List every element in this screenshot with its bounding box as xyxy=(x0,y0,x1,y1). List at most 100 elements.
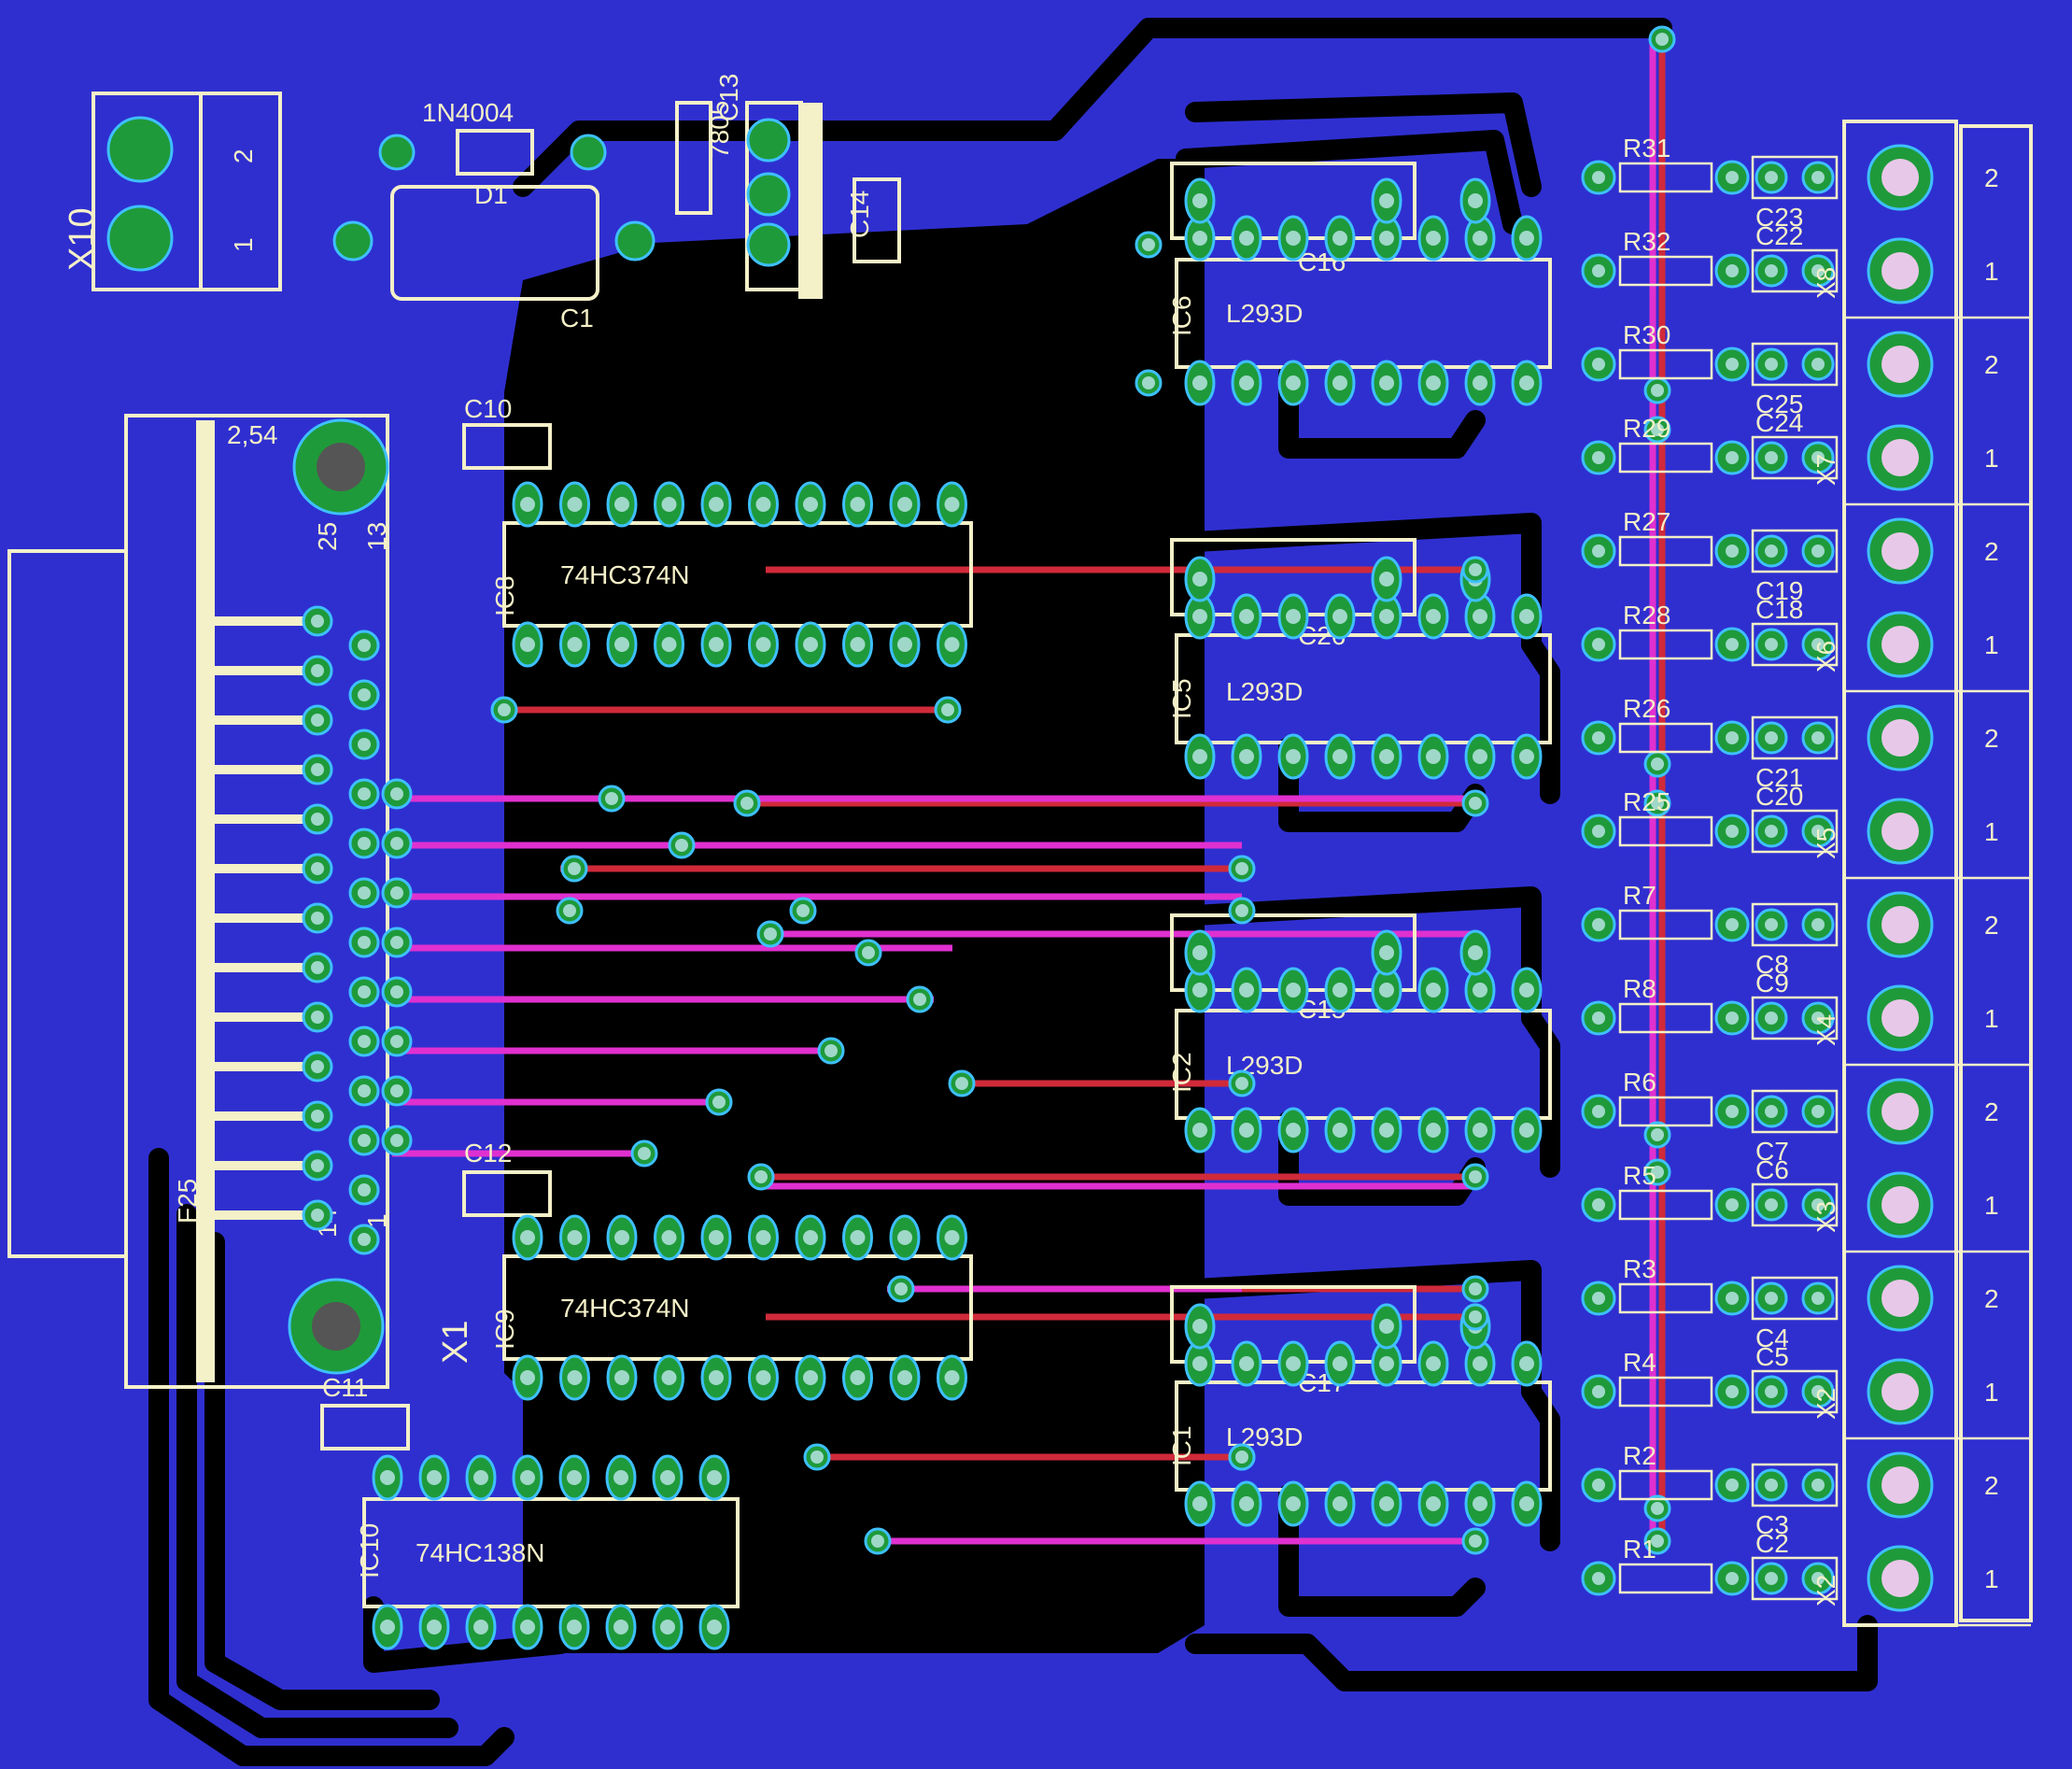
dsub-pad-row2[interactable] xyxy=(348,1075,380,1107)
driver1-pin[interactable] xyxy=(1417,733,1449,780)
dsub-pad-row2[interactable] xyxy=(348,927,380,958)
driver-cap-pin[interactable] xyxy=(1184,1303,1216,1350)
driver2-pin[interactable] xyxy=(1464,967,1496,1013)
terminal-pad[interactable] xyxy=(1867,798,1934,865)
ic10-pin[interactable] xyxy=(465,1604,497,1650)
ic9-pin[interactable] xyxy=(654,1354,684,1401)
via[interactable] xyxy=(1643,1121,1671,1149)
ic10-pin[interactable] xyxy=(652,1604,684,1650)
ic9-pin[interactable] xyxy=(654,1214,684,1261)
resistor-pad[interactable] xyxy=(1714,720,1750,756)
driver3-pin[interactable] xyxy=(1511,1340,1543,1387)
ic9-pin[interactable] xyxy=(512,1214,543,1261)
ic9-pin[interactable] xyxy=(606,1214,638,1261)
driver0-pin[interactable] xyxy=(1184,360,1216,406)
driver1-pin[interactable] xyxy=(1324,593,1356,640)
ic9-pin[interactable] xyxy=(889,1354,921,1401)
terminal-pad[interactable] xyxy=(1867,237,1934,304)
cap-pad[interactable] xyxy=(1801,814,1835,848)
resistor-pad[interactable] xyxy=(1581,160,1616,195)
ic8-pin[interactable] xyxy=(842,481,873,528)
ic8-pin[interactable] xyxy=(700,621,732,668)
via[interactable] xyxy=(1643,376,1671,404)
cap-pad[interactable] xyxy=(1755,347,1788,381)
resistor-pad[interactable] xyxy=(1581,1374,1616,1409)
resistor-pad[interactable] xyxy=(1581,533,1616,569)
via[interactable] xyxy=(1648,25,1676,53)
cap-pad[interactable] xyxy=(1755,814,1788,848)
resistor-pad[interactable] xyxy=(1581,1094,1616,1129)
ic9-pin[interactable] xyxy=(606,1354,638,1401)
driver3-pin[interactable] xyxy=(1464,1340,1496,1387)
ic9-pin[interactable] xyxy=(889,1214,921,1261)
cap-pad[interactable] xyxy=(1755,1468,1788,1502)
driver2-pin[interactable] xyxy=(1277,1107,1309,1153)
cap-pad[interactable] xyxy=(1801,1281,1835,1315)
driver0-pin[interactable] xyxy=(1231,215,1262,262)
ic9-pin[interactable] xyxy=(559,1214,590,1261)
driver0-pin[interactable] xyxy=(1511,360,1543,406)
dsub-pad-row1[interactable] xyxy=(302,853,333,884)
via[interactable] xyxy=(1461,556,1489,584)
dsub-pad-row2[interactable] xyxy=(348,679,380,711)
dsub-pad-row1[interactable] xyxy=(302,1150,333,1182)
cap-pad[interactable] xyxy=(1801,1095,1835,1128)
resistor-pad[interactable] xyxy=(1581,1000,1616,1036)
driver1-pin[interactable] xyxy=(1231,733,1262,780)
dsub-pad-row2[interactable] xyxy=(348,976,380,1008)
driver3-pin[interactable] xyxy=(1417,1480,1449,1527)
driver3-pin[interactable] xyxy=(1371,1480,1402,1527)
via[interactable] xyxy=(560,855,588,883)
resistor-pad[interactable] xyxy=(1714,440,1750,475)
cap-pad[interactable] xyxy=(1801,908,1835,941)
cap-pad[interactable] xyxy=(1755,908,1788,941)
ic10-pin[interactable] xyxy=(512,1454,543,1501)
dsub-pad-row1[interactable] xyxy=(302,902,333,934)
via[interactable] xyxy=(1643,416,1671,444)
terminal-pad[interactable] xyxy=(1867,517,1934,585)
driver2-pin[interactable] xyxy=(1324,967,1356,1013)
cap-pad[interactable] xyxy=(1801,1188,1835,1222)
x10-pin-2[interactable] xyxy=(106,116,174,183)
via[interactable] xyxy=(1228,1069,1256,1097)
terminal-pad[interactable] xyxy=(1867,611,1934,678)
via[interactable] xyxy=(934,696,962,724)
resistor-pad[interactable] xyxy=(1581,1561,1616,1596)
ic10-pin[interactable] xyxy=(652,1454,684,1501)
resistor-pad[interactable] xyxy=(1714,1281,1750,1316)
via[interactable] xyxy=(1228,897,1256,925)
via[interactable] xyxy=(803,1443,831,1471)
terminal-pad[interactable] xyxy=(1867,424,1934,491)
ic8-pin[interactable] xyxy=(842,621,873,668)
via[interactable] xyxy=(1461,1527,1489,1555)
via[interactable] xyxy=(1461,1163,1489,1191)
dsub-pad-row2[interactable] xyxy=(348,778,380,810)
driver1-pin[interactable] xyxy=(1324,733,1356,780)
resistor-pad[interactable] xyxy=(1581,627,1616,662)
ic8-pin[interactable] xyxy=(937,481,967,528)
driver0-pin[interactable] xyxy=(1417,215,1449,262)
driver1-pin[interactable] xyxy=(1464,593,1496,640)
driver-cap-pin[interactable] xyxy=(1184,556,1216,602)
ic10-pin[interactable] xyxy=(698,1454,730,1501)
driver1-pin[interactable] xyxy=(1511,733,1543,780)
driver-cap-pin[interactable] xyxy=(1371,556,1402,602)
cap-pad[interactable] xyxy=(1755,254,1788,288)
dsub-pad-extra[interactable] xyxy=(381,1026,413,1057)
ic10-pin[interactable] xyxy=(512,1604,543,1650)
ic8-pin[interactable] xyxy=(937,621,967,668)
resistor-pad[interactable] xyxy=(1581,253,1616,289)
cap-pad[interactable] xyxy=(1755,628,1788,661)
via[interactable] xyxy=(1643,1158,1671,1186)
via[interactable] xyxy=(756,920,784,948)
ic8-pin[interactable] xyxy=(559,621,590,668)
via[interactable] xyxy=(906,985,934,1013)
driver0-pin[interactable] xyxy=(1511,215,1543,262)
dsub-pad-row1[interactable] xyxy=(302,1051,333,1083)
driver3-pin[interactable] xyxy=(1464,1480,1496,1527)
dsub-pad-row1[interactable] xyxy=(302,803,333,835)
cap-pad[interactable] xyxy=(1801,534,1835,568)
dsub-pad-row2[interactable] xyxy=(348,828,380,859)
dsub-pad-extra[interactable] xyxy=(381,778,413,810)
via[interactable] xyxy=(887,1275,915,1303)
